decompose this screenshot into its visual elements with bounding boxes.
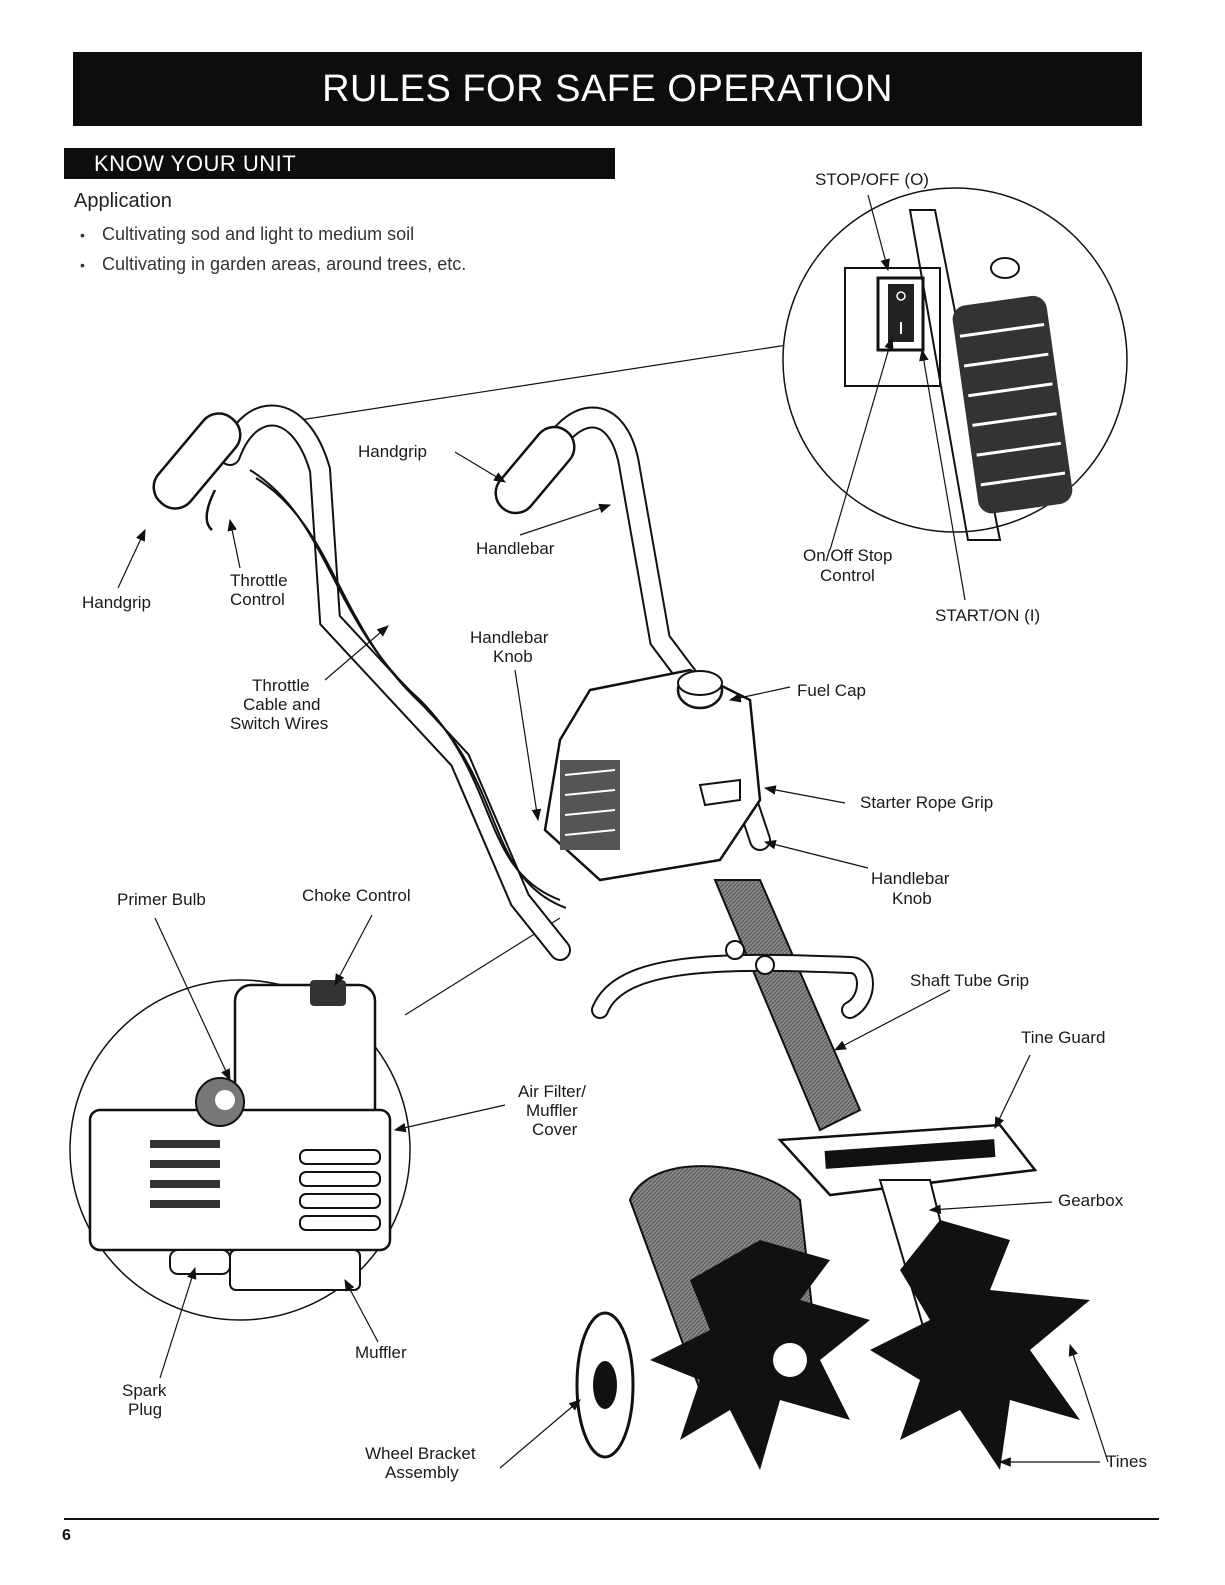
label-starter-rope: Starter Rope Grip bbox=[860, 793, 993, 812]
label-choke-control: Choke Control bbox=[302, 886, 411, 905]
leader-wheel-bracket bbox=[499, 1399, 581, 1469]
label-start-on: START/ON (I) bbox=[935, 606, 1040, 625]
leader-handgrip-top bbox=[454, 451, 507, 483]
tines bbox=[650, 1220, 1090, 1470]
label-throttle-control: Control bbox=[230, 590, 285, 609]
label-handgrip-top: Handgrip bbox=[358, 442, 427, 461]
label-throttle-cable: Throttle bbox=[252, 676, 310, 695]
application-list: •Cultivating sod and light to medium soi… bbox=[80, 224, 466, 284]
tiller-drawing bbox=[152, 404, 1090, 1470]
label-wheel-bracket: Assembly bbox=[385, 1463, 459, 1482]
leader-muffler bbox=[344, 1278, 379, 1343]
label-handgrip-left: Handgrip bbox=[82, 593, 151, 612]
label-throttle-cable: Switch Wires bbox=[230, 714, 328, 733]
label-air-filter: Air Filter/ bbox=[518, 1082, 586, 1101]
leader-start-on bbox=[919, 348, 966, 601]
leader-handlebar-knob-mid bbox=[763, 839, 869, 869]
label-throttle-control: Throttle bbox=[230, 571, 288, 590]
detail-connector-line bbox=[299, 342, 801, 421]
list-item: •Cultivating sod and light to medium soi… bbox=[80, 224, 415, 244]
leader-gearbox bbox=[928, 1201, 1053, 1215]
muffler-detail bbox=[229, 1249, 361, 1291]
leader-starter-rope bbox=[763, 785, 846, 804]
label-stop-off: STOP/OFF (O) bbox=[815, 170, 929, 189]
leader-handgrip-left bbox=[117, 528, 146, 589]
label-onoff-stop: Control bbox=[820, 566, 875, 585]
engine-detail-circle bbox=[69, 979, 411, 1321]
footer-rule bbox=[64, 1518, 1159, 1520]
label-onoff-stop: On/Off Stop bbox=[803, 546, 892, 565]
label-wheel-bracket: Wheel Bracket bbox=[365, 1444, 476, 1463]
leader-fuel-cap bbox=[728, 686, 791, 703]
label-tine-guard: Tine Guard bbox=[1021, 1028, 1105, 1047]
switch-detail-circle bbox=[782, 187, 1128, 541]
grip-detail bbox=[952, 295, 1073, 514]
leader-handlebar-knob-top bbox=[514, 669, 542, 822]
label-primer-bulb: Primer Bulb bbox=[117, 890, 206, 909]
handlebar-detail bbox=[908, 209, 1002, 541]
shaft-tube bbox=[713, 879, 862, 1132]
leader-tine-guard bbox=[994, 1054, 1031, 1130]
label-air-filter: Muffler bbox=[526, 1101, 578, 1120]
leader-throttle-control bbox=[227, 518, 241, 569]
label-handlebar-knob-top: Handlebar bbox=[470, 628, 549, 647]
label-handlebar: Handlebar bbox=[476, 539, 555, 558]
label-spark-plug: Spark bbox=[122, 1381, 167, 1400]
leader-stop-off bbox=[867, 194, 890, 272]
leader-spark-plug bbox=[159, 1266, 197, 1379]
page-number: 6 bbox=[62, 1527, 71, 1544]
label-handlebar-knob-top: Knob bbox=[493, 647, 533, 666]
list-item: •Cultivating in garden areas, around tre… bbox=[80, 254, 467, 274]
label-throttle-cable: Cable and bbox=[243, 695, 321, 714]
leader-tines-right bbox=[1068, 1343, 1109, 1463]
label-handlebar-knob-mid: Knob bbox=[892, 889, 932, 908]
leader-handlebar bbox=[519, 503, 612, 536]
leader-onoff-stop bbox=[829, 336, 894, 551]
label-tines: Tines bbox=[1106, 1452, 1147, 1471]
starter-rope-grip bbox=[698, 778, 741, 807]
section-title: KNOW YOUR UNIT bbox=[94, 150, 297, 176]
leader-shaft-tube-grip bbox=[833, 989, 951, 1051]
page-title: RULES FOR SAFE OPERATION bbox=[322, 67, 893, 110]
application-heading: Application bbox=[74, 190, 172, 212]
label-spark-plug: Plug bbox=[128, 1400, 162, 1419]
label-air-filter: Cover bbox=[532, 1120, 578, 1139]
label-muffler: Muffler bbox=[355, 1343, 407, 1362]
leader-throttle-cable bbox=[324, 625, 389, 681]
right-handgrip bbox=[494, 425, 576, 515]
spark-plug-detail bbox=[169, 1249, 231, 1275]
section-title-bar: KNOW YOUR UNIT bbox=[64, 148, 615, 179]
leader-primer-bulb bbox=[154, 917, 231, 1082]
label-handlebar-knob-mid: Handlebar bbox=[871, 869, 950, 888]
leader-air-filter bbox=[393, 1104, 506, 1133]
label-shaft-tube-grip: Shaft Tube Grip bbox=[910, 971, 1029, 990]
choke-lever-detail bbox=[310, 980, 346, 1006]
page-title-banner: RULES FOR SAFE OPERATION bbox=[73, 52, 1142, 126]
left-handgrip bbox=[152, 412, 242, 510]
leader-choke-control bbox=[334, 914, 373, 987]
label-fuel-cap: Fuel Cap bbox=[797, 681, 866, 700]
throttle-lever bbox=[205, 489, 217, 531]
label-gearbox: Gearbox bbox=[1058, 1191, 1124, 1210]
